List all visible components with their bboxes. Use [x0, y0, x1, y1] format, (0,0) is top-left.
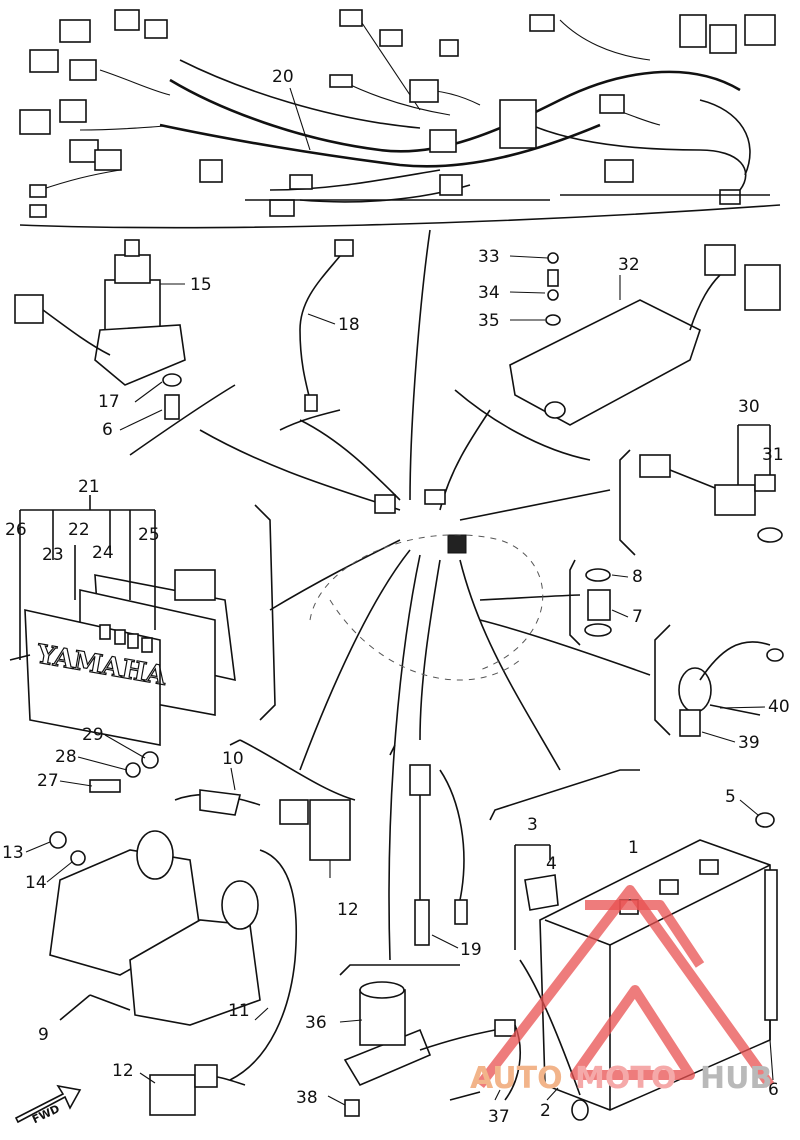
- sensor-unit: [654, 624, 784, 737]
- callout-34: 34: [478, 283, 500, 303]
- callout-26: 26: [5, 520, 27, 540]
- ignition-coils: [49, 739, 356, 1116]
- callout-15: 15: [190, 275, 212, 295]
- callout-1: 1: [628, 838, 639, 858]
- callout-13: 13: [2, 843, 24, 863]
- fwd-arrow: FWD: [14, 1084, 82, 1126]
- callout-19: 19: [460, 940, 482, 960]
- callout-33: 33: [478, 247, 500, 267]
- callout-8: 8: [632, 567, 643, 587]
- callout-39: 39: [738, 733, 760, 753]
- leader-lines: [25, 87, 774, 1106]
- callout-36: 36: [305, 1013, 327, 1033]
- center-wire-bundle: [199, 229, 651, 961]
- indicator-panel: YAMAHA: [9, 495, 276, 793]
- watermark-auto: AUTO: [470, 1061, 563, 1096]
- callout-3: 3: [527, 815, 538, 835]
- flasher-relay: [569, 559, 612, 646]
- watermark-hub: HUB: [700, 1061, 772, 1096]
- callout-25: 25: [138, 525, 160, 545]
- callout-23: 23: [42, 545, 64, 565]
- pickup-sensor: [339, 964, 521, 1117]
- callout-7: 7: [632, 607, 643, 627]
- callout-11: 11: [228, 1001, 250, 1021]
- callout-6: 6: [102, 420, 113, 440]
- control-unit: [454, 244, 781, 461]
- wire-lead: [279, 239, 354, 431]
- relay: [619, 424, 783, 556]
- switch-lead: [389, 744, 468, 946]
- callout-22: 22: [68, 520, 90, 540]
- callout-40: 40: [768, 697, 790, 717]
- callout-37: 37: [488, 1107, 510, 1127]
- callout-2: 2: [540, 1101, 551, 1121]
- callout-14: 14: [25, 873, 47, 893]
- callout-28: 28: [55, 747, 77, 767]
- main-switch: [14, 239, 236, 456]
- callout-12-upper: 12: [337, 900, 359, 920]
- callout-5: 5: [725, 787, 736, 807]
- callout-24: 24: [92, 543, 114, 563]
- callout-9: 9: [38, 1025, 49, 1045]
- watermark-moto: MOTO: [575, 1061, 676, 1096]
- callout-12-lower: 12: [112, 1061, 134, 1081]
- callout-18: 18: [338, 315, 360, 335]
- callout-4: 4: [546, 854, 557, 874]
- callout-32: 32: [618, 255, 640, 275]
- watermark-logo: AUTO MOTO HUB: [470, 885, 775, 1096]
- callout-20: 20: [272, 67, 294, 87]
- callout-30: 30: [738, 397, 760, 417]
- callout-31: 31: [762, 445, 784, 465]
- callout-17: 17: [98, 392, 120, 412]
- wire-harness: [19, 9, 781, 229]
- callout-35: 35: [478, 311, 500, 331]
- callout-21: 21: [78, 477, 100, 497]
- callout-6-lower: 6: [768, 1080, 779, 1100]
- callout-29: 29: [82, 725, 104, 745]
- callout-numbers: 20 15 17 6 18 33 34 35 32 30 31 21 26 22…: [2, 67, 790, 1127]
- callout-27: 27: [37, 771, 59, 791]
- callout-38: 38: [296, 1088, 318, 1108]
- callout-10: 10: [222, 749, 244, 769]
